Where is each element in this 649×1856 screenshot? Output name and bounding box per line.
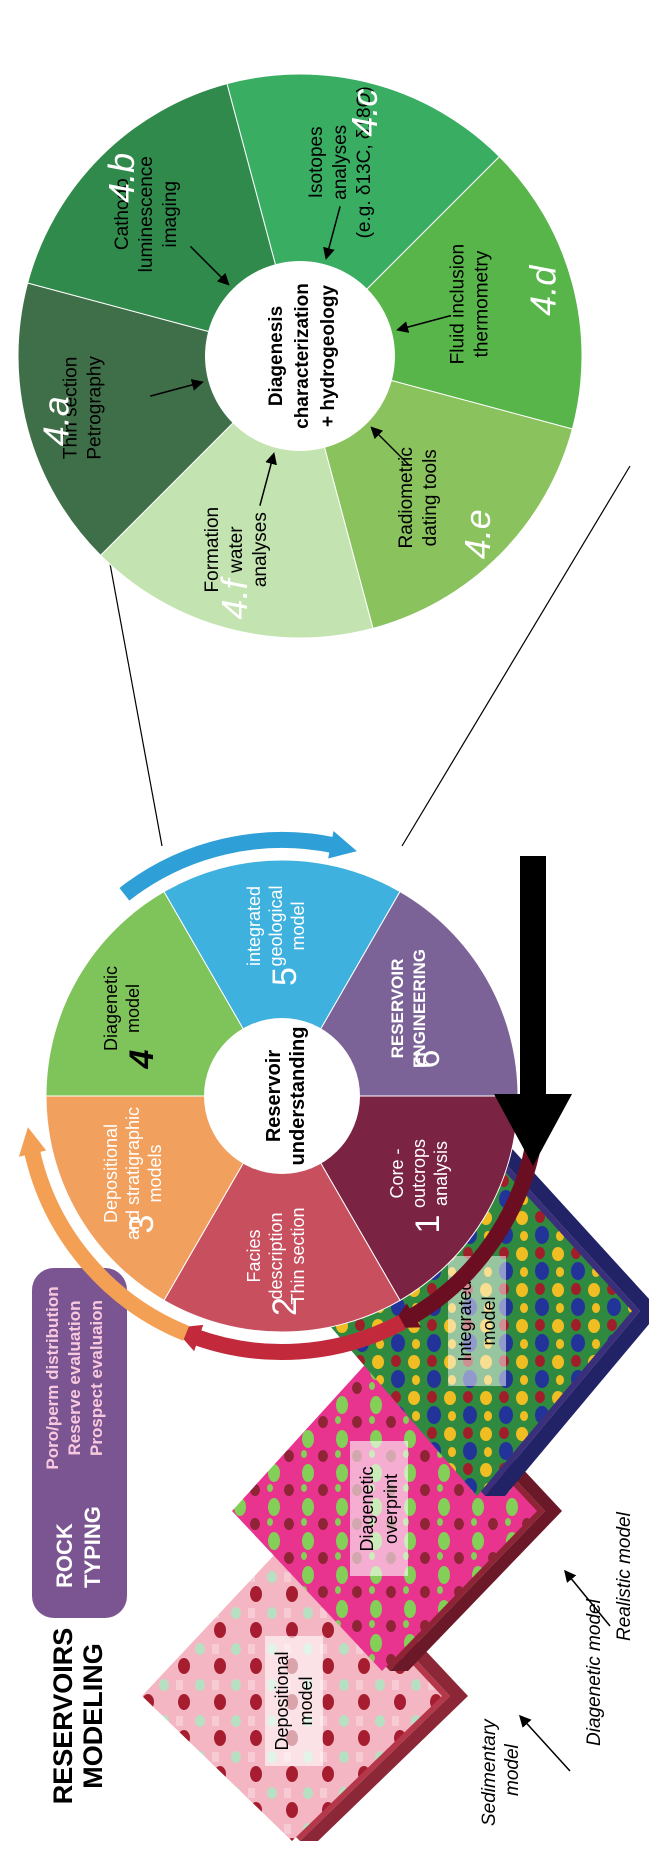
rock-typing-heading2: TYPING: [80, 1506, 105, 1588]
cycle-label-6-2: ENGINEERING: [410, 949, 429, 1068]
cycle-segment-2: [163, 1094, 401, 1333]
cycle-arrow-5-head: [328, 830, 357, 859]
diagenetic-overprint-label-2: overprint: [381, 1474, 401, 1544]
cycle-segment-3: [45, 1095, 283, 1302]
cycle-arrow-1: [405, 1139, 542, 1325]
rock-typing-box: [32, 1268, 127, 1618]
diagenesis-segment-4.b: [26, 82, 301, 357]
diagenesis-label-4.c-1: Isotopes: [306, 126, 327, 198]
diagenesis-label-4.c-3: (e.g. δ13C, δ18O): [354, 86, 375, 238]
cycle-arrow-2: [191, 1314, 406, 1360]
diagenesis-label-4.d-1: Fluid inclusion: [448, 244, 469, 364]
diagenesis-label-4.b-1: Cathodo: [112, 178, 133, 250]
cycle-label-5-1: integrated: [244, 886, 264, 966]
diagenesis-center-label-3: + hydrogeology: [318, 285, 339, 427]
sedimentary-model-label-2: model: [502, 1743, 523, 1796]
cycle-label-4-2: model: [123, 984, 143, 1033]
cycle-segment-5: [163, 859, 401, 1098]
diagenesis-center-label-2: characterization: [292, 283, 313, 429]
cycle-arrow-3-head: [18, 1127, 47, 1157]
cycle-center-label-2: understanding: [287, 1027, 309, 1166]
title-line2: MODELING: [78, 1643, 108, 1789]
diagenesis-number-4.b: 4.b: [101, 153, 142, 203]
diagenesis-label-4.b-3: imaging: [160, 181, 181, 248]
diagenesis-label-4.a-1: Thin section: [60, 357, 81, 459]
diagenesis-arrow-4.e: [370, 426, 411, 467]
rock-typing-item-1: Poro/perm distribution: [43, 1286, 62, 1469]
diagenetic-model-label: Diagenetic model: [584, 1598, 605, 1746]
cycle-arrow-3: [23, 1147, 190, 1341]
cycle-label-3-3: models: [145, 1144, 165, 1202]
cycle-segment-6: [281, 890, 519, 1097]
diagenesis-arrow-4.f: [259, 452, 277, 506]
cycle-number-3: 3: [123, 1215, 161, 1234]
cycle-number-4: 4: [123, 1050, 161, 1070]
diagenesis-label-4.f-2: water: [226, 526, 247, 574]
diagenesis-arrow-4.b: [189, 245, 230, 286]
integrated-model-label-2: model: [479, 1296, 499, 1345]
cycle-center-label-1: Reservoir: [263, 1050, 285, 1142]
integrated-model-label-1: Integrated: [455, 1280, 475, 1361]
rock-typing-item-3: Prospect evaluaion: [87, 1300, 106, 1456]
cycle-label-3-2: and stratigraphic: [123, 1107, 143, 1240]
diagenetic-overprint-block: Diagenetic overprint: [232, 1346, 562, 1671]
cycle-label-6-1: RESERVOIR: [388, 959, 407, 1059]
diagenesis-number-4.e: 4.e: [457, 509, 498, 559]
cycle-label-5-2: geological: [266, 885, 286, 966]
diagenesis-label-4.b-2: luminescence: [136, 156, 157, 272]
diagenesis-label-4.a-2: Petrography: [84, 356, 105, 460]
cycle-label-1-1: Core -: [387, 1148, 407, 1198]
arrow-sedimentary-to-diagenetic: [518, 1714, 571, 1772]
cycle-label-2-2: description: [266, 1212, 286, 1299]
cycle-label-4-1: Diagenetic: [101, 966, 121, 1051]
cycle-label-1-2: outcrops: [409, 1139, 429, 1208]
title-line1: RESERVOIRS: [48, 1628, 78, 1805]
diagenesis-number-4.f: 4.f: [214, 575, 255, 619]
diagenesis-label-4.d-2: thermometry: [472, 250, 493, 357]
realistic-model-label: Realistic model: [614, 1511, 635, 1641]
diagenesis-label-4.f-1: Formation: [202, 507, 223, 593]
cycle-label-1-3: analysis: [431, 1141, 451, 1206]
diagenesis-number-4.a: 4.a: [36, 396, 77, 446]
cycle-label-5-3: model: [288, 901, 308, 950]
cycle-center: [204, 1018, 360, 1174]
cycle-label-2-1: Facies: [244, 1229, 264, 1282]
wheel-to-model-arrow: [494, 856, 572, 1166]
rock-typing-heading1: ROCK: [52, 1523, 77, 1588]
depositional-model-label-2: model: [296, 1676, 316, 1725]
diagenesis-label-4.e-1: Radiometric: [396, 447, 417, 548]
arrow-diagenetic-to-realistic: [564, 1569, 611, 1627]
diagenesis-arrow-4.a: [150, 379, 204, 397]
depositional-model-label-1: Depositional: [272, 1651, 292, 1750]
cycle-segment-4: [45, 890, 283, 1097]
diagenesis-label-4.c-2: analyses: [330, 125, 351, 200]
diagenesis-arrow-4.c: [323, 206, 341, 260]
cycle-number-2: 2: [266, 1297, 304, 1316]
diagenesis-center-label-1: Diagenesis: [266, 306, 287, 406]
diagenesis-segment-4.e: [299, 355, 574, 630]
diagenesis-label-4.f-3: analyses: [250, 512, 271, 587]
cycle-label-2-3: Thin section: [288, 1207, 308, 1304]
depositional-model-block: Depositional model: [142, 1536, 468, 1841]
rock-typing-item-2: Reserve evaluation: [65, 1301, 84, 1456]
diagenesis-center: [205, 261, 395, 451]
cycle-number-5: 5: [266, 967, 304, 986]
diagenesis-label-4.e-2: dating tools: [420, 449, 441, 546]
cycle-number-1: 1: [409, 1215, 447, 1234]
diagenetic-overprint-label-1: Diagenetic: [357, 1466, 377, 1551]
cycle-label-3-1: Depositional: [101, 1124, 121, 1223]
cycle-arrow-5: [119, 832, 337, 901]
sedimentary-model-label-1: Sedimentary: [479, 1718, 500, 1826]
zoom-line-bottom: [401, 465, 631, 847]
cycle-number-6: 6: [409, 1050, 447, 1069]
diagenesis-arrow-4.d: [396, 315, 450, 333]
diagenesis-number-4.c: 4.c: [344, 89, 385, 137]
diagenesis-number-4.d: 4.d: [522, 265, 563, 316]
